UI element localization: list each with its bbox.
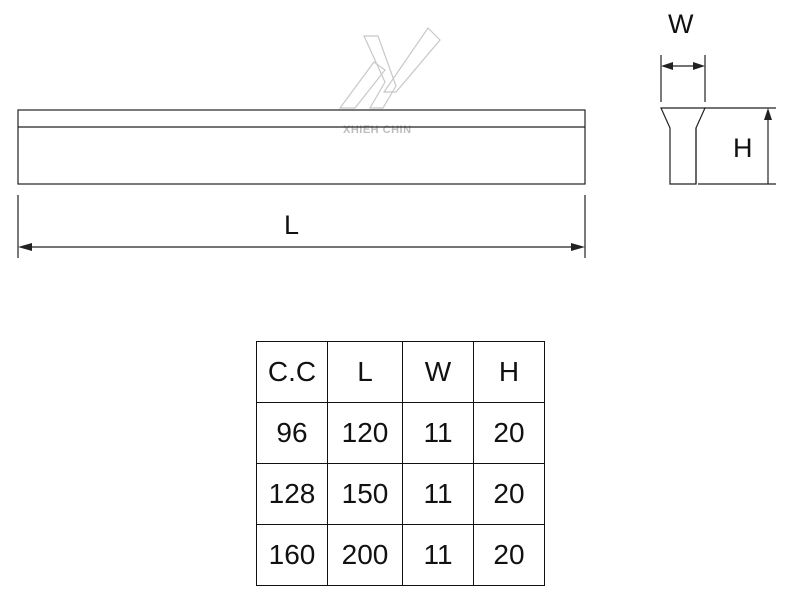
table-cell: 20 [473, 463, 545, 525]
table-row: 96 120 11 20 [256, 402, 545, 464]
watermark-logo [338, 27, 441, 109]
handle-side-view [660, 107, 706, 185]
spec-table-header-row: C.C L W H [256, 341, 545, 403]
table-row: 128 150 11 20 [256, 463, 545, 525]
header-cc: C.C [256, 341, 328, 403]
height-label: H [733, 133, 753, 163]
table-cell: 11 [402, 402, 474, 464]
table-cell: 128 [256, 463, 328, 525]
width-arrow-left [661, 62, 673, 70]
table-cell: 150 [327, 463, 403, 525]
height-arrow-top [764, 108, 772, 120]
header-w: W [402, 341, 474, 403]
table-cell: 11 [402, 524, 474, 586]
width-label: W [668, 9, 694, 39]
table-cell: 20 [473, 524, 545, 586]
table-cell: 20 [473, 402, 545, 464]
table-cell: 160 [256, 524, 328, 586]
table-cell: 11 [402, 463, 474, 525]
handle-front-view [17, 109, 586, 185]
header-h: H [473, 341, 545, 403]
length-arrow-right [571, 243, 585, 251]
spec-table: C.C L W H 96 120 11 20 128 150 11 20 160… [256, 341, 545, 586]
table-cell: 120 [327, 402, 403, 464]
table-cell: 96 [256, 402, 328, 464]
width-dimension [660, 55, 706, 102]
length-label: L [284, 210, 299, 240]
length-arrow-left [18, 243, 32, 251]
header-l: L [327, 341, 403, 403]
length-dimension [17, 195, 586, 258]
watermark-text: XHIEH CHIN [343, 124, 412, 136]
table-row: 160 200 11 20 [256, 524, 545, 586]
width-arrow-right [693, 62, 705, 70]
table-cell: 200 [327, 524, 403, 586]
height-dimension [698, 107, 776, 185]
